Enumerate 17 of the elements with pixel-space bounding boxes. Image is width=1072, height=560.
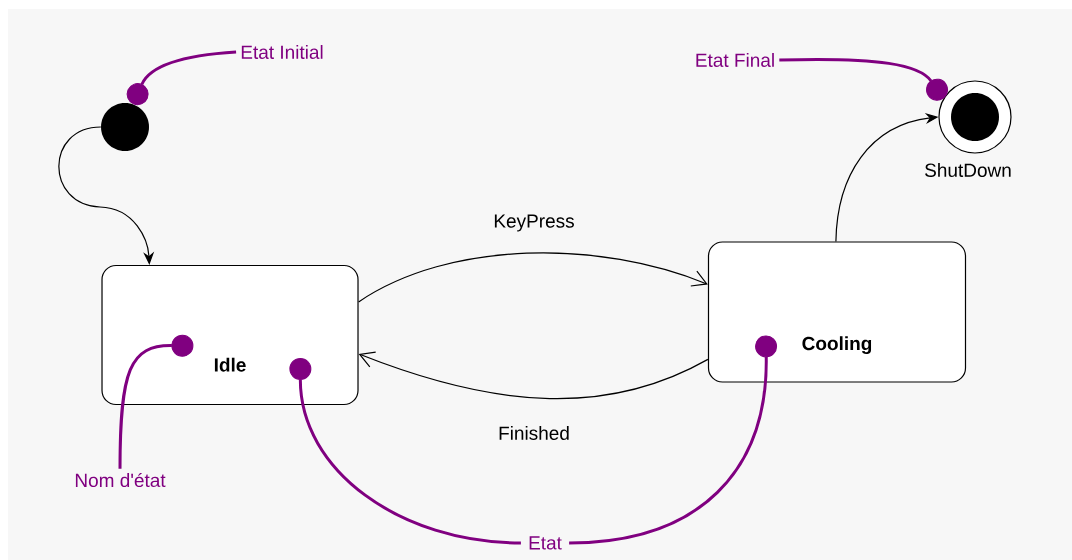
edge-label: Finished	[496, 424, 572, 442]
transition-arrow	[358, 252, 708, 303]
annotation-text: Etat Initial	[241, 45, 323, 59]
leader-line	[779, 57, 949, 101]
leader-line	[569, 335, 778, 545]
annotation-text: Nom d'état	[75, 472, 166, 488]
annotation-text: Etat Final	[696, 53, 774, 67]
leader-line	[126, 50, 237, 106]
leader-line	[289, 357, 521, 545]
state-label: ShutDown	[925, 163, 1011, 177]
initial-state-dot	[101, 103, 149, 151]
transition-arrow	[358, 351, 709, 400]
state-box: Idle	[101, 264, 359, 406]
leader-line	[118, 334, 194, 469]
state-box: Cooling	[707, 241, 967, 383]
edge-label: KeyPress	[491, 212, 577, 234]
annotation-text: Etat	[529, 536, 562, 550]
